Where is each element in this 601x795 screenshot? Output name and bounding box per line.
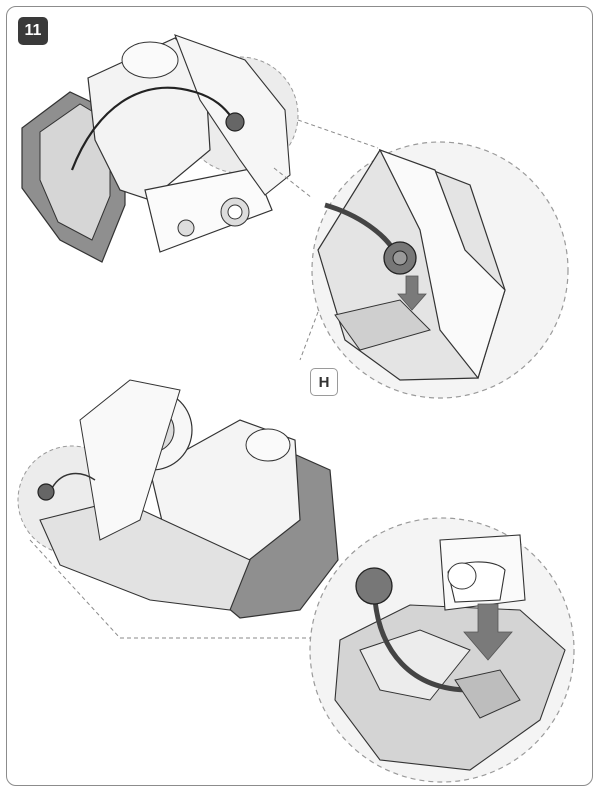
bottom-motor-assembly	[17, 379, 339, 639]
cable-plug-top	[225, 112, 245, 132]
down-arrow-icon-2	[463, 603, 513, 661]
callout-label-h: H	[310, 368, 338, 396]
cable-plug-bottom	[37, 483, 55, 501]
cable-plug-zoom-bottom	[355, 567, 393, 605]
top-motor-assembly	[21, 34, 379, 263]
step-number-badge: 11	[18, 17, 48, 45]
bottom-zoom-detail	[309, 517, 575, 783]
down-arrow-icon	[397, 275, 427, 311]
top-zoom-detail	[299, 141, 569, 399]
